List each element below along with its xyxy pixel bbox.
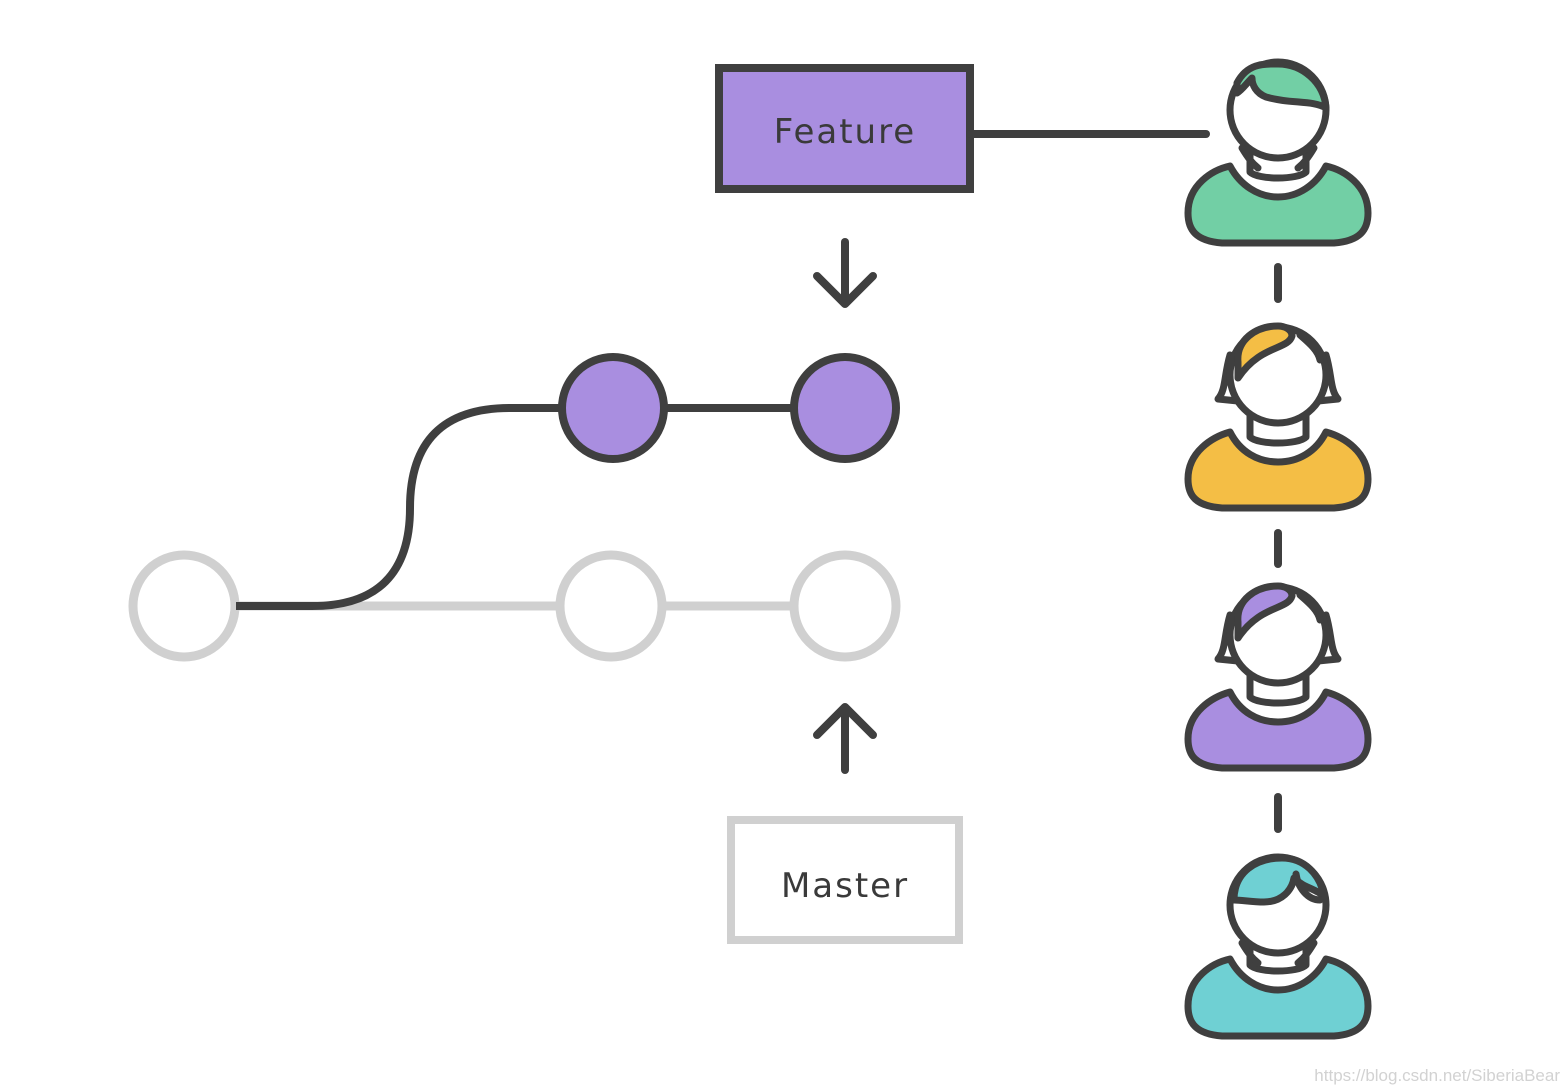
master-box xyxy=(727,816,963,944)
female-user-icon xyxy=(1184,582,1372,772)
master-commit-2 xyxy=(555,550,667,662)
master-commit-3 xyxy=(789,550,901,662)
feature-branch xyxy=(236,353,900,610)
person-4 xyxy=(1184,853,1372,1040)
master-label-box: Master xyxy=(727,816,963,944)
arrow-up-icon xyxy=(813,703,877,774)
person-2 xyxy=(1184,322,1372,512)
feature-label: Feature xyxy=(774,112,916,152)
female-user-icon xyxy=(1184,322,1372,512)
person-1 xyxy=(1184,58,1372,247)
male-user-icon xyxy=(1184,853,1372,1040)
master-commit-1 xyxy=(128,550,240,662)
feature-box xyxy=(715,64,974,193)
person-3 xyxy=(1184,582,1372,772)
watermark: https://blog.csdn.net/SiberiaBear xyxy=(1314,1066,1560,1085)
arrow-down-icon xyxy=(813,238,877,308)
feature-label-box: Feature xyxy=(715,64,1210,193)
feature-commit-2 xyxy=(790,353,900,463)
feature-commit-1 xyxy=(558,353,668,463)
male-user-icon xyxy=(1184,58,1372,247)
feature-branch-line xyxy=(236,404,562,610)
master-branch xyxy=(128,550,901,662)
master-label: Master xyxy=(781,866,909,906)
